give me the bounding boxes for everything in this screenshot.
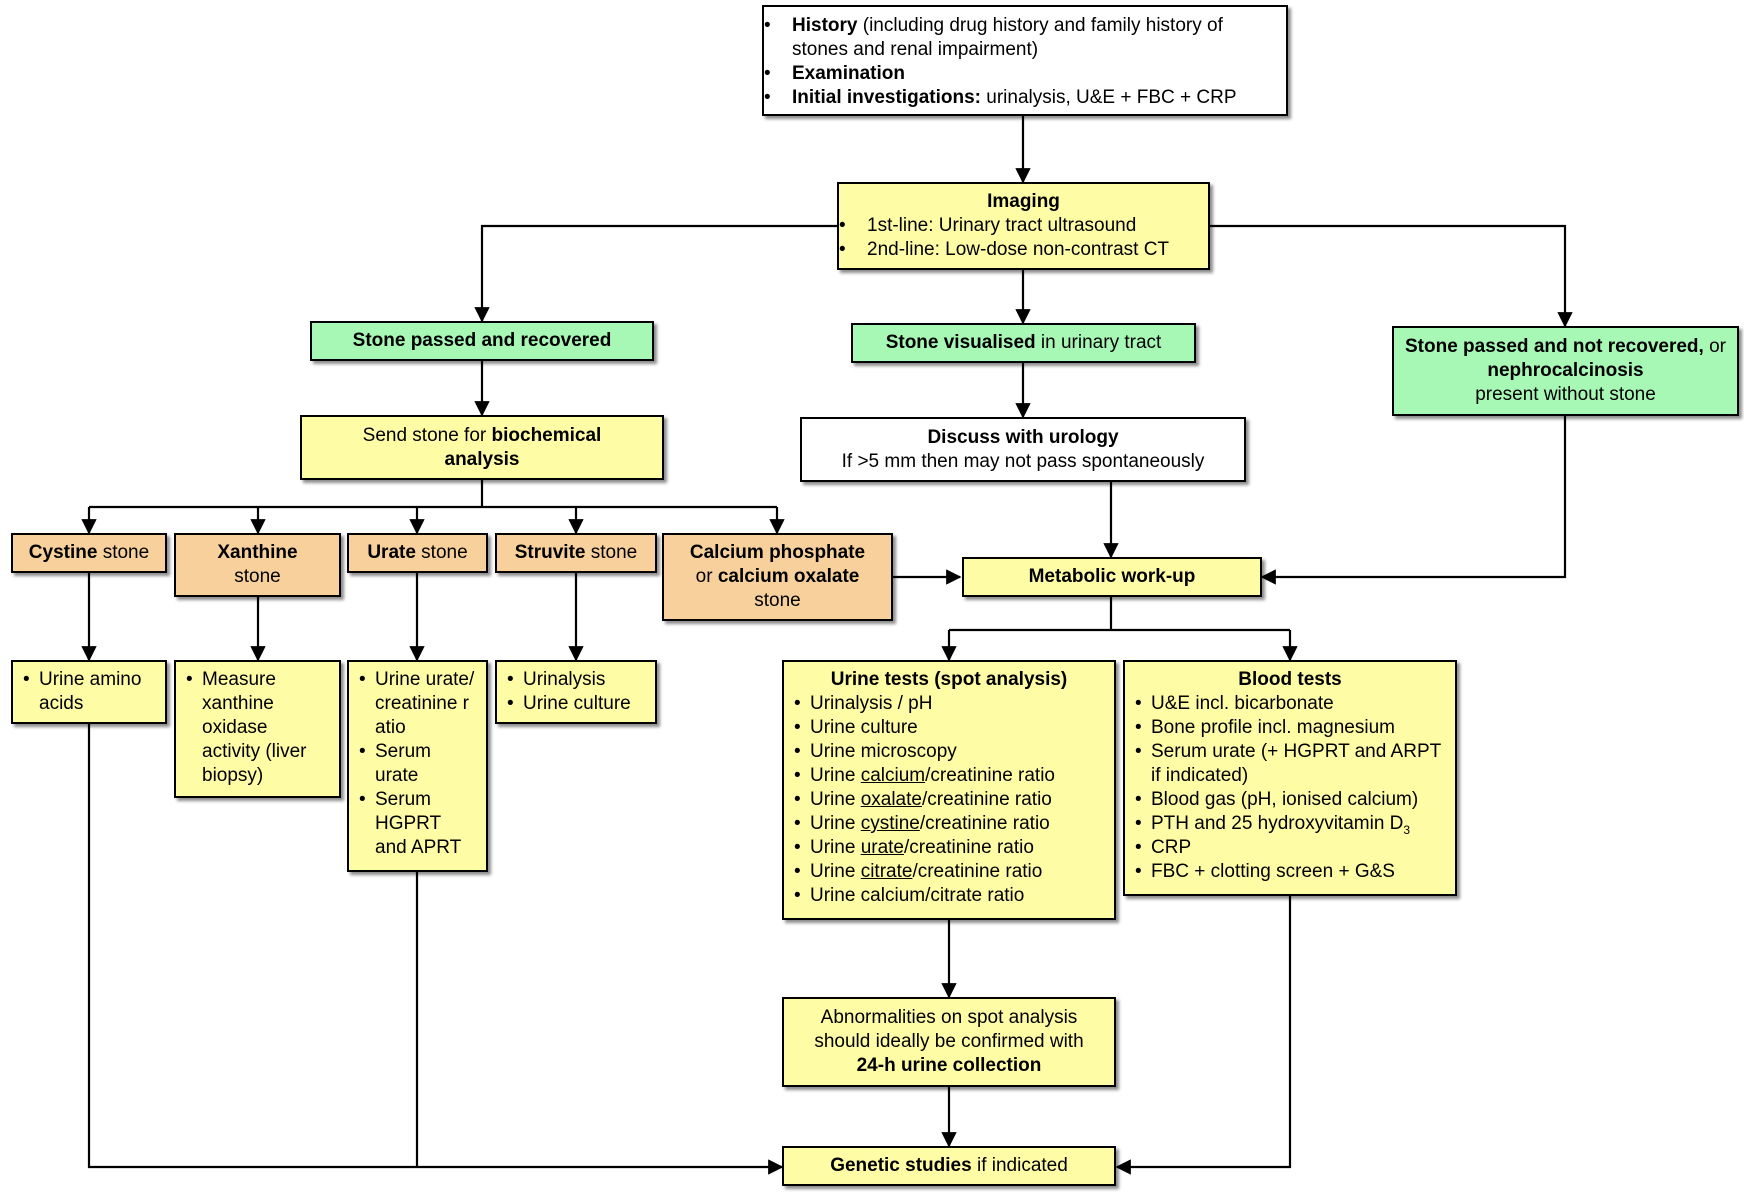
urology-box: Discuss with urology If >5 mm then may n… <box>800 417 1246 482</box>
serum-urate-item: Serum urate <box>359 740 476 788</box>
blood-test-item: CRP <box>1135 836 1445 860</box>
urine-amino-acids-item: Urine amino acids <box>23 668 155 716</box>
arrow-blood-to-genetic <box>1115 896 1292 1175</box>
arrow-left-to-genetic <box>87 724 784 1175</box>
genetic-studies-box: Genetic studies if indicated <box>782 1146 1116 1186</box>
urine-urate-ratio-item: Urine urate/creatinine ratio <box>359 668 476 740</box>
blood-test-item: Serum urate (+ HGPRT and ARPT if indicat… <box>1135 740 1445 788</box>
stone-recovered-box: Stone passed and recovered <box>310 321 654 361</box>
urine-test-item: Urine citrate/creatinine ratio <box>794 860 1104 884</box>
cystine-stone-box: Cystine stone <box>11 533 167 573</box>
imaging-box: Imaging 1st-line: Urinary tract ultrasou… <box>837 182 1210 270</box>
line-metabolic-branch <box>949 597 1290 632</box>
urine-test-item: Urine microscopy <box>794 740 1104 764</box>
urine-test-item: Urine calcium/citrate ratio <box>794 884 1104 908</box>
urate-tests-box: Urine urate/creatinine ratio Serum urate… <box>347 660 488 872</box>
serum-hgprt-item: Serum HGPRT and APRT <box>359 788 476 860</box>
struvite-stone-box: Struvite stone <box>495 533 657 573</box>
urine-test-item: Urinalysis / pH <box>794 692 1104 716</box>
imaging-first-line: 1st-line: Urinary tract ultrasound <box>839 214 1198 238</box>
urine-test-item: Urine cystine/creatinine ratio <box>794 812 1104 836</box>
imaging-second-line: 2nd-line: Low-dose non-contrast CT <box>839 238 1198 262</box>
urine-test-item: Urine calcium/creatinine ratio <box>794 764 1104 788</box>
calcium-stone-box: Calcium phosphate or calcium oxalate sto… <box>662 533 893 621</box>
blood-tests-box: Blood tests U&E incl. bicarbonate Bone p… <box>1123 660 1457 896</box>
blood-test-item: U&E incl. bicarbonate <box>1135 692 1445 716</box>
xanthine-tests-box: Measure xanthine oxidase activity (liver… <box>174 660 341 798</box>
history-box: History (including drug history and fami… <box>762 5 1288 116</box>
urinalysis-item: Urinalysis <box>507 668 645 692</box>
urine-collection-box: Abnormalities on spot analysis should id… <box>782 997 1116 1087</box>
blood-tests-title: Blood tests <box>1238 669 1342 690</box>
imaging-title: Imaging <box>987 191 1060 212</box>
stone-not-recovered-box: Stone passed and not recovered, or nephr… <box>1392 326 1739 416</box>
blood-test-item: Blood gas (pH, ionised calcium) <box>1135 788 1445 812</box>
cystine-tests-box: Urine amino acids <box>11 660 167 724</box>
blood-test-item: FBC + clotting screen + G&S <box>1135 860 1445 884</box>
blood-test-item: PTH and 25 hydroxyvitamin D3 <box>1135 812 1445 836</box>
urine-tests-title: Urine tests (spot analysis) <box>830 669 1068 690</box>
arrow-not-recovered-to-metabolic <box>1260 416 1567 585</box>
blood-test-item: Bone profile incl. magnesium <box>1135 716 1445 740</box>
urate-stone-box: Urate stone <box>347 533 488 573</box>
initial-investigations-item: Initial investigations: urinalysis, U&E … <box>764 86 1274 110</box>
blood-tests-list: U&E incl. bicarbonate Bone profile incl.… <box>1135 692 1445 884</box>
metabolic-workup-box: Metabolic work-up <box>962 557 1262 597</box>
urine-test-item: Urine oxalate/creatinine ratio <box>794 788 1104 812</box>
urine-culture-item: Urine culture <box>507 692 645 716</box>
struvite-tests-box: Urinalysis Urine culture <box>495 660 657 724</box>
arrow-imaging-to-not-recovered <box>1210 224 1573 328</box>
urine-tests-box: Urine tests (spot analysis) Urinalysis /… <box>782 660 1116 920</box>
line-biochem-branch <box>89 480 777 509</box>
urine-test-item: Urine urate/creatinine ratio <box>794 836 1104 860</box>
stone-visualised-box: Stone visualised in urinary tract <box>851 323 1196 363</box>
urine-test-item: Urine culture <box>794 716 1104 740</box>
examination-item: Examination <box>764 62 1274 86</box>
xanthine-oxidase-item: Measure xanthine oxidase activity (liver… <box>186 668 329 788</box>
history-item: History (including drug history and fami… <box>764 14 1274 62</box>
biochemical-analysis-box: Send stone for biochemical analysis <box>300 415 664 480</box>
arrow-imaging-to-recovered <box>474 224 837 323</box>
xanthine-stone-box: Xanthine stone <box>174 533 341 597</box>
